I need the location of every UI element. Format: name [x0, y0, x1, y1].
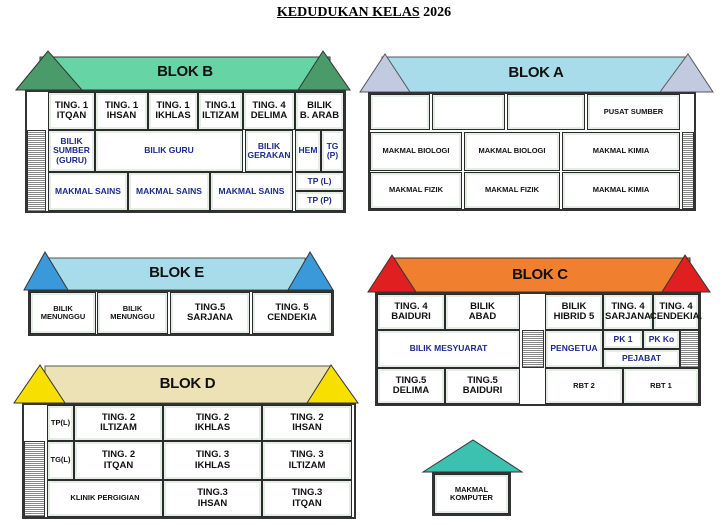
blok-d-room: TING. 2 IKHLAS — [163, 405, 262, 441]
blok-b-roof — [39, 56, 331, 91]
blok-c-room: PENGETUA — [545, 330, 603, 368]
blok-b-room: TING. 1 IKHLAS — [148, 92, 198, 130]
stairs-icon — [682, 132, 694, 209]
blok-c-room: PK Ko — [643, 330, 680, 349]
blok-d-room: KLINIK PERGIGIAN — [47, 480, 163, 517]
blok-c-room: RBT 1 — [623, 368, 699, 404]
blok-d-room: TING. 2 ILTIZAM — [74, 405, 163, 441]
komputer-roof — [421, 439, 524, 473]
blok-c-roof — [389, 257, 691, 293]
blok-d-room: TP(L) — [47, 405, 74, 441]
blok-a-room: MAKMAL FIZIK — [370, 172, 462, 209]
blok-a-room — [432, 94, 505, 130]
blok-b-room: MAKMAL SAINS — [128, 172, 210, 211]
blok-e-room: TING.5 SARJANA — [170, 292, 250, 334]
blok-a-room: MAKMAL KIMIA — [562, 132, 680, 171]
blok-d-room: TING.3 IHSAN — [163, 480, 262, 517]
blok-c-room: TING. 4 CENDEKIA. — [650, 294, 702, 330]
blok-a-room: MAKMAL FIZIK — [464, 172, 560, 209]
title-year: 2026 — [423, 5, 452, 20]
blok-b-room: BILIK B. ARAB — [295, 92, 344, 130]
blok-e-room: BILIK MENUNGGU — [97, 292, 168, 334]
blok-c-room: TING. 4 BAIDURI — [377, 294, 445, 330]
blok-c-room: RBT 2 — [545, 368, 623, 404]
blok-b-room: BILIK GURU — [95, 130, 243, 172]
blok-c-room: BILIK ABAD — [445, 294, 520, 330]
blok-b-room: TING. 4 DELIMA — [243, 92, 295, 130]
blok-c-room: TING.5 BAIDURI — [445, 368, 520, 404]
blok-a-room: MAKMAL KIMIA — [562, 172, 680, 209]
blok-d-room: TG(L) — [47, 441, 74, 480]
stairs-icon — [27, 130, 46, 212]
blok-b-room: TP (L) — [295, 172, 344, 191]
blok-b-room: MAKMAL SAINS — [210, 172, 293, 211]
page-title: KEDUDUKAN KELAS 2026 — [0, 5, 728, 21]
blok-c-room: BILIK HIBRID 5 — [545, 294, 603, 330]
blok-c-label: BLOK C — [512, 266, 568, 283]
blok-b-room: TING. 1 ITQAN — [48, 92, 95, 130]
blok-b-room: TING. 1 IHSAN — [95, 92, 148, 130]
blok-d-room: TING. 2 ITQAN — [74, 441, 163, 480]
blok-b-room: TG (P) — [321, 130, 344, 172]
stairs-icon — [680, 330, 699, 368]
blok-d-room: TING. 3 ILTIZAM — [262, 441, 352, 480]
blok-a-label: BLOK A — [508, 64, 564, 81]
stairs-icon — [522, 330, 544, 368]
blok-b-room: MAKMAL SAINS — [48, 172, 128, 211]
blok-c-room: TING. 4 SARJANA — [603, 294, 653, 330]
blok-b-room: HEM — [295, 130, 321, 172]
blok-c-room: PK 1 — [603, 330, 643, 349]
blok-a-roof — [381, 56, 691, 93]
blok-d-room: TING.3 ITQAN — [262, 480, 352, 517]
blok-d-room: TING. 3 IKHLAS — [163, 441, 262, 480]
blok-e-room: BILIK MENUNGGU — [30, 292, 96, 334]
blok-a-room — [370, 94, 430, 130]
blok-e-label: BLOK E — [149, 264, 204, 281]
blok-b-room: TING.1 ILTIZAM — [198, 92, 243, 130]
blok-b-label: BLOK B — [157, 63, 213, 80]
blok-a-room — [507, 94, 585, 130]
blok-a-room: MAKMAL BIOLOGI — [370, 132, 462, 171]
title-text: KEDUDUKAN KELAS — [276, 5, 420, 20]
blok-d-room: TING. 2 IHSAN — [262, 405, 352, 441]
makmal-komputer-room: MAKMAL KOMPUTER — [434, 474, 509, 514]
blok-c-room: PEJABAT — [603, 349, 680, 368]
blok-c-room: TING.5 DELIMA — [377, 368, 445, 404]
blok-c-room: BILIK MESYUARAT — [377, 330, 520, 368]
blok-b-room: BILIK GERAKAN — [245, 130, 293, 172]
blok-e-room: TING. 5 CENDEKIA — [252, 292, 332, 334]
blok-d-label: BLOK D — [159, 375, 216, 392]
blok-b-room: BILIK SUMBER (GURU) — [48, 130, 95, 172]
blok-a-room: MAKMAL BIOLOGI — [464, 132, 560, 171]
blok-a-room: PUSAT SUMBER — [587, 94, 680, 130]
blok-b-room: TP (P) — [295, 191, 344, 211]
stairs-icon — [24, 441, 45, 517]
